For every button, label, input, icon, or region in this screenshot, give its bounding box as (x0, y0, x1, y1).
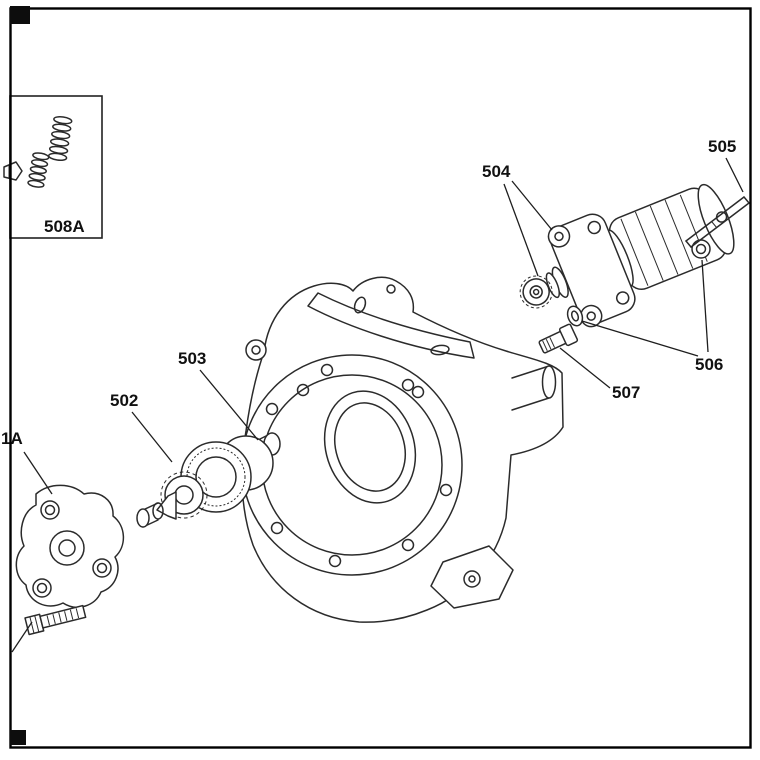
spring-large (47, 116, 73, 161)
leader-503 (199, 369, 259, 441)
callout-508a-label: 508A (44, 217, 85, 236)
cone-nut (3, 161, 23, 181)
callout-506-label: 506 (695, 355, 723, 374)
spring-small (27, 152, 50, 188)
corner-mark-top-left (10, 6, 30, 24)
leader-504-a (503, 183, 539, 277)
starter-mount-boss (511, 365, 557, 411)
through-bolt-505 (685, 196, 750, 248)
crankcase-top-strap (307, 292, 475, 359)
leader-506-a (701, 259, 709, 353)
leader-506-b (581, 320, 699, 357)
starter-drive-502 (136, 435, 274, 528)
leader-504-b (511, 180, 553, 231)
front-washer-506 (566, 305, 584, 327)
inset-box-508a: 508A (3, 95, 103, 239)
callout-505-label: 505 (708, 137, 736, 156)
crankcase-drawing (241, 276, 564, 623)
leader-505 (725, 157, 744, 193)
flange-bolt (24, 604, 87, 636)
bolt-507 (538, 323, 579, 354)
callout-504-label: 504 (482, 162, 511, 181)
corner-mark-bottom-left (10, 730, 26, 745)
leader-cutoff-bottom-left (11, 621, 33, 653)
leader-lines (11, 157, 744, 653)
callout-502-label: 502 (110, 391, 138, 410)
callout-labels: 505 504 506 507 503 502 1A (1, 137, 736, 448)
oring-506 (691, 239, 711, 259)
leader-501a (23, 451, 53, 495)
callout-503-label: 503 (178, 349, 206, 368)
callout-1a-label: 1A (1, 429, 23, 448)
page-frame (9, 6, 752, 749)
callout-507-label: 507 (612, 383, 640, 402)
crankcase-foot (430, 545, 514, 609)
starter-motor-drawing (519, 183, 735, 328)
mounting-bracket-1a (15, 484, 125, 608)
leader-507 (559, 347, 611, 389)
leader-502 (131, 411, 173, 463)
